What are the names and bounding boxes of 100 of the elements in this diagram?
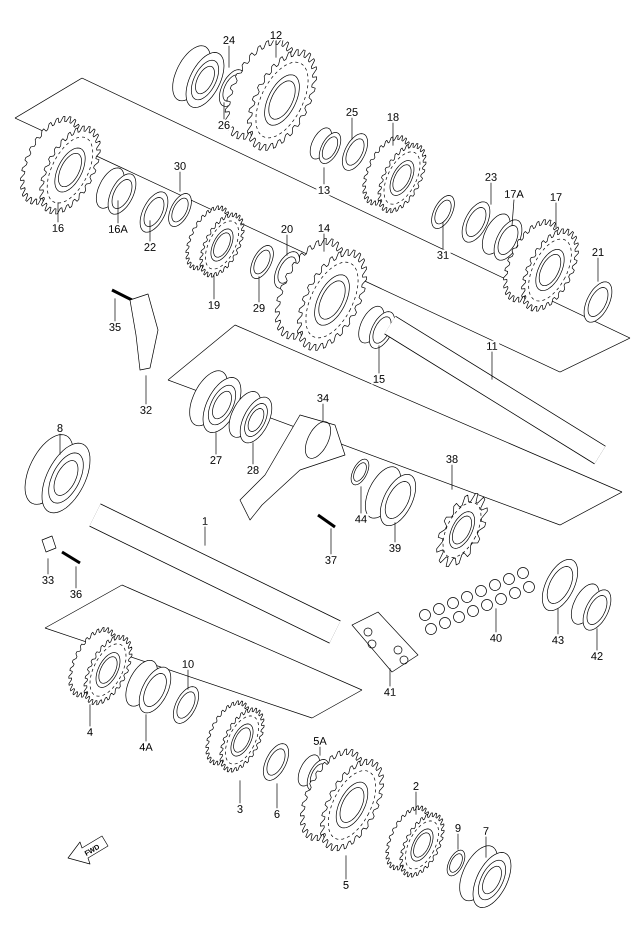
washer [350,458,370,486]
callout-number: 9 [453,822,463,834]
callout-number: 18 [385,112,401,122]
washer [168,193,192,227]
callout-number: 12 [268,30,284,40]
washer [584,281,612,323]
callout-number: 40 [488,632,504,644]
callout-number: 7 [481,826,491,836]
callout-number: 10 [180,658,196,670]
leader-line [322,403,324,422]
gear [68,627,132,706]
callout-number: 1 [200,516,210,526]
callout-number: 23 [483,172,499,182]
callout-number: 16A [106,224,130,234]
leader-line [258,276,260,303]
callout-number: 5A [312,736,328,746]
washer [342,133,368,171]
lock-washer [42,536,56,552]
callout-number: 43 [550,634,566,646]
leader-line [252,442,254,465]
callout-number: 4 [85,726,95,738]
callout-number: 30 [172,160,188,172]
bearing [459,845,512,908]
washer [446,850,466,876]
washer [262,743,290,781]
bearing-retainer [240,414,346,520]
callout-number: 15 [371,374,387,384]
leader-line [378,345,380,374]
washer [172,686,200,724]
callout-number: 24 [221,34,237,46]
callout-number: 14 [316,222,332,234]
callout-number: 41 [382,686,398,698]
callout-number: 19 [206,300,222,310]
bearing [24,434,90,514]
bolt [61,550,81,564]
shaft [89,504,341,644]
gear [274,238,368,351]
callout-number: 25 [344,106,360,118]
callout-number: 8 [55,422,65,434]
shaft [384,316,606,464]
callout-number: 27 [208,454,224,466]
drive-chain [419,567,535,635]
callout-number: 44 [353,514,369,524]
callout-number: 31 [435,250,451,260]
gear [503,219,579,312]
callout-number: 17A [502,188,526,200]
gear [206,700,264,772]
callout-number: 20 [279,224,295,234]
callout-number: 16 [50,222,66,234]
leader-line [114,298,116,322]
callout-number: 35 [107,322,123,332]
leader-line [490,182,492,205]
gear [300,748,384,852]
callout-number: 42 [589,650,605,662]
bushing [96,168,136,215]
callout-number: 21 [590,246,606,258]
leader-line [228,45,230,68]
callout-number: 32 [138,404,154,416]
callout-number: 17 [548,192,564,202]
bearing [228,391,272,444]
washer [250,245,274,279]
callout-number: 38 [444,454,460,464]
leader-line [276,783,278,809]
bolt [111,288,133,302]
leader-line [512,199,514,226]
leader-line [330,528,332,555]
callout-number: 34 [315,392,331,404]
washer [140,191,168,233]
callout-number: 29 [251,302,267,314]
bearing [172,45,224,108]
sprocket [436,492,488,568]
callout-number: 2 [411,780,421,792]
callout-number: 22 [142,242,158,252]
callout-number: 4A [138,742,154,752]
callout-number: 33 [40,574,56,586]
lock-plate [130,294,158,370]
callout-number: 13 [316,184,332,196]
callout-number: 6 [272,808,282,820]
leader-line [596,628,598,651]
callout-number: 37 [323,554,339,566]
bushing [125,660,172,714]
callout-number: 36 [68,588,84,600]
callout-number: 3 [235,804,245,814]
washer [542,558,578,612]
chain-joint-kit [352,612,418,672]
leader-line [442,222,444,250]
callout-number: 5 [341,880,351,890]
bushing [358,306,396,349]
gear [362,135,426,214]
gear [186,205,244,278]
leader-line [392,122,394,146]
gear [386,805,444,878]
bushing [310,127,342,164]
bushing [570,584,612,631]
washer [431,195,455,229]
leader-line [360,486,362,514]
leader-line [394,522,396,543]
leader-line [204,526,206,546]
callout-number: 28 [245,464,261,476]
callout-number: 39 [387,542,403,554]
